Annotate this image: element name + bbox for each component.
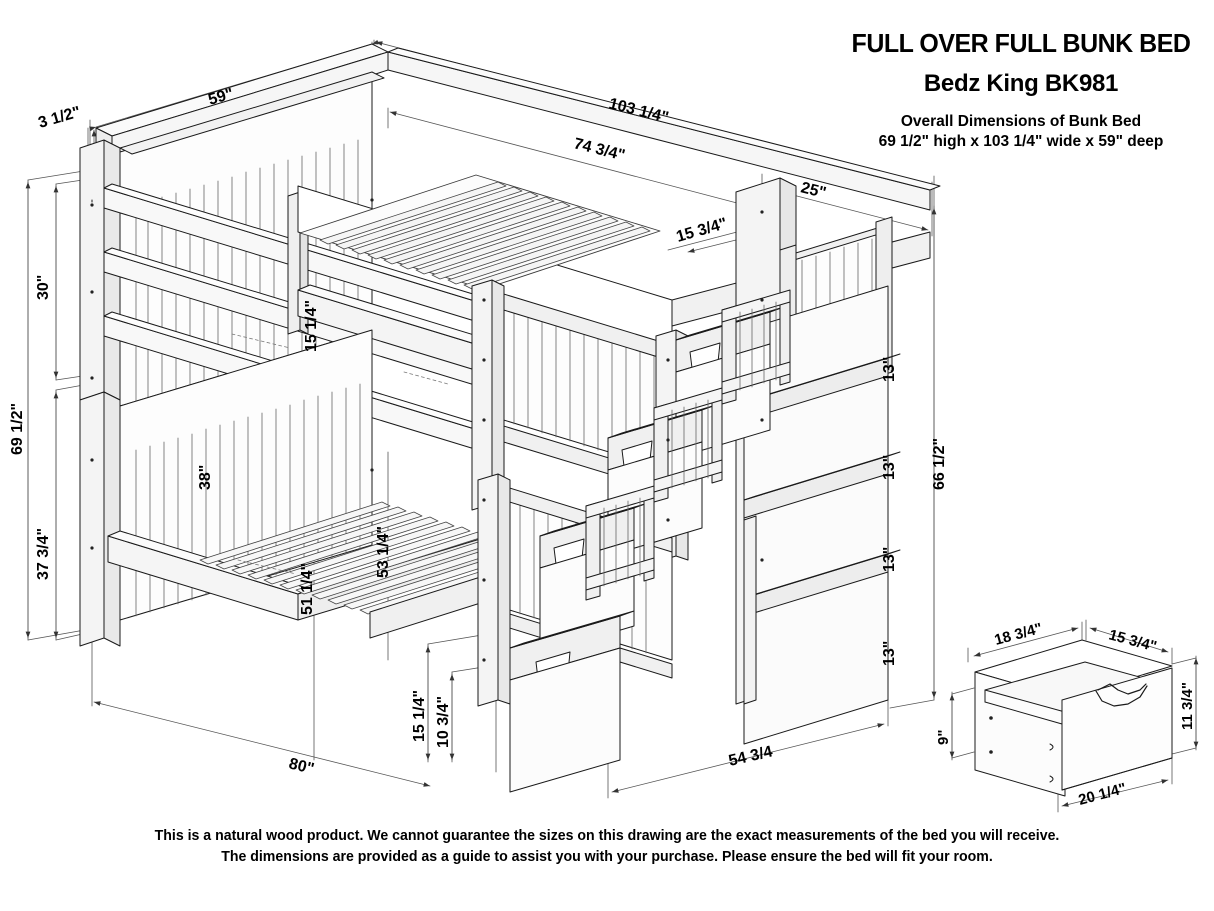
dim-bed-width-inner: 74 3/4": [572, 135, 627, 164]
dim-rail-thickness: 3 1/2": [36, 104, 82, 132]
dim-upper-guardrail: 30": [35, 275, 52, 300]
overall-dimensions-value: 69 1/2" high x 103 1/4" wide x 59" deep: [878, 132, 1164, 150]
dim-drawer-front-width: 20 1/4": [1077, 780, 1129, 809]
dim-slat-gap-lower: 15 1/4": [411, 690, 428, 742]
dim-stair-width: 25": [799, 179, 828, 202]
overall-dimensions-label: Overall Dimensions of Bunk Bed: [900, 113, 1142, 131]
disclaimer-line-2: The dimensions are provided as a guide t…: [221, 847, 993, 865]
dim-upper-clearance: 51 1/4": [299, 563, 316, 615]
dim-step-rise-1: 13": [881, 357, 898, 382]
disclaimer-line-1: This is a natural wood product. We canno…: [154, 827, 1060, 844]
dim-step-rise-4: 13": [881, 641, 898, 666]
dim-bed-length: 80": [287, 755, 316, 778]
dim-mattress-width: 53 1/4": [375, 526, 392, 578]
dim-drawer-front-height: 11 3/4": [1179, 682, 1196, 730]
dim-slat-gap-upper: 15 1/4": [303, 300, 320, 352]
dim-depth-top: 59": [206, 86, 235, 109]
model-title: Bedz King BK981: [923, 70, 1119, 98]
dim-step-rise-3: 13": [881, 547, 898, 572]
disclaimer: This is a natural wood product. We canno…: [42, 826, 1171, 867]
dim-overall-height: 69 1/2": [9, 403, 26, 455]
dim-drawer-box-height: 9": [935, 730, 952, 745]
dim-step-rise-2: 13": [881, 455, 898, 480]
dim-lower-deck-height: 37 3/4": [35, 528, 52, 580]
title-block: FULL OVER FULL BUNK BED Bedz King BK981 …: [828, 28, 1214, 151]
dim-stair-unit-height: 66 1/2": [931, 438, 948, 490]
dim-drawer-side-depth: 18 3/4": [993, 620, 1045, 649]
page-title: FULL OVER FULL BUNK BED: [851, 28, 1191, 58]
dim-underbed-clearance: 10 3/4": [435, 696, 452, 748]
dim-lower-guardrail: 38": [197, 465, 214, 490]
